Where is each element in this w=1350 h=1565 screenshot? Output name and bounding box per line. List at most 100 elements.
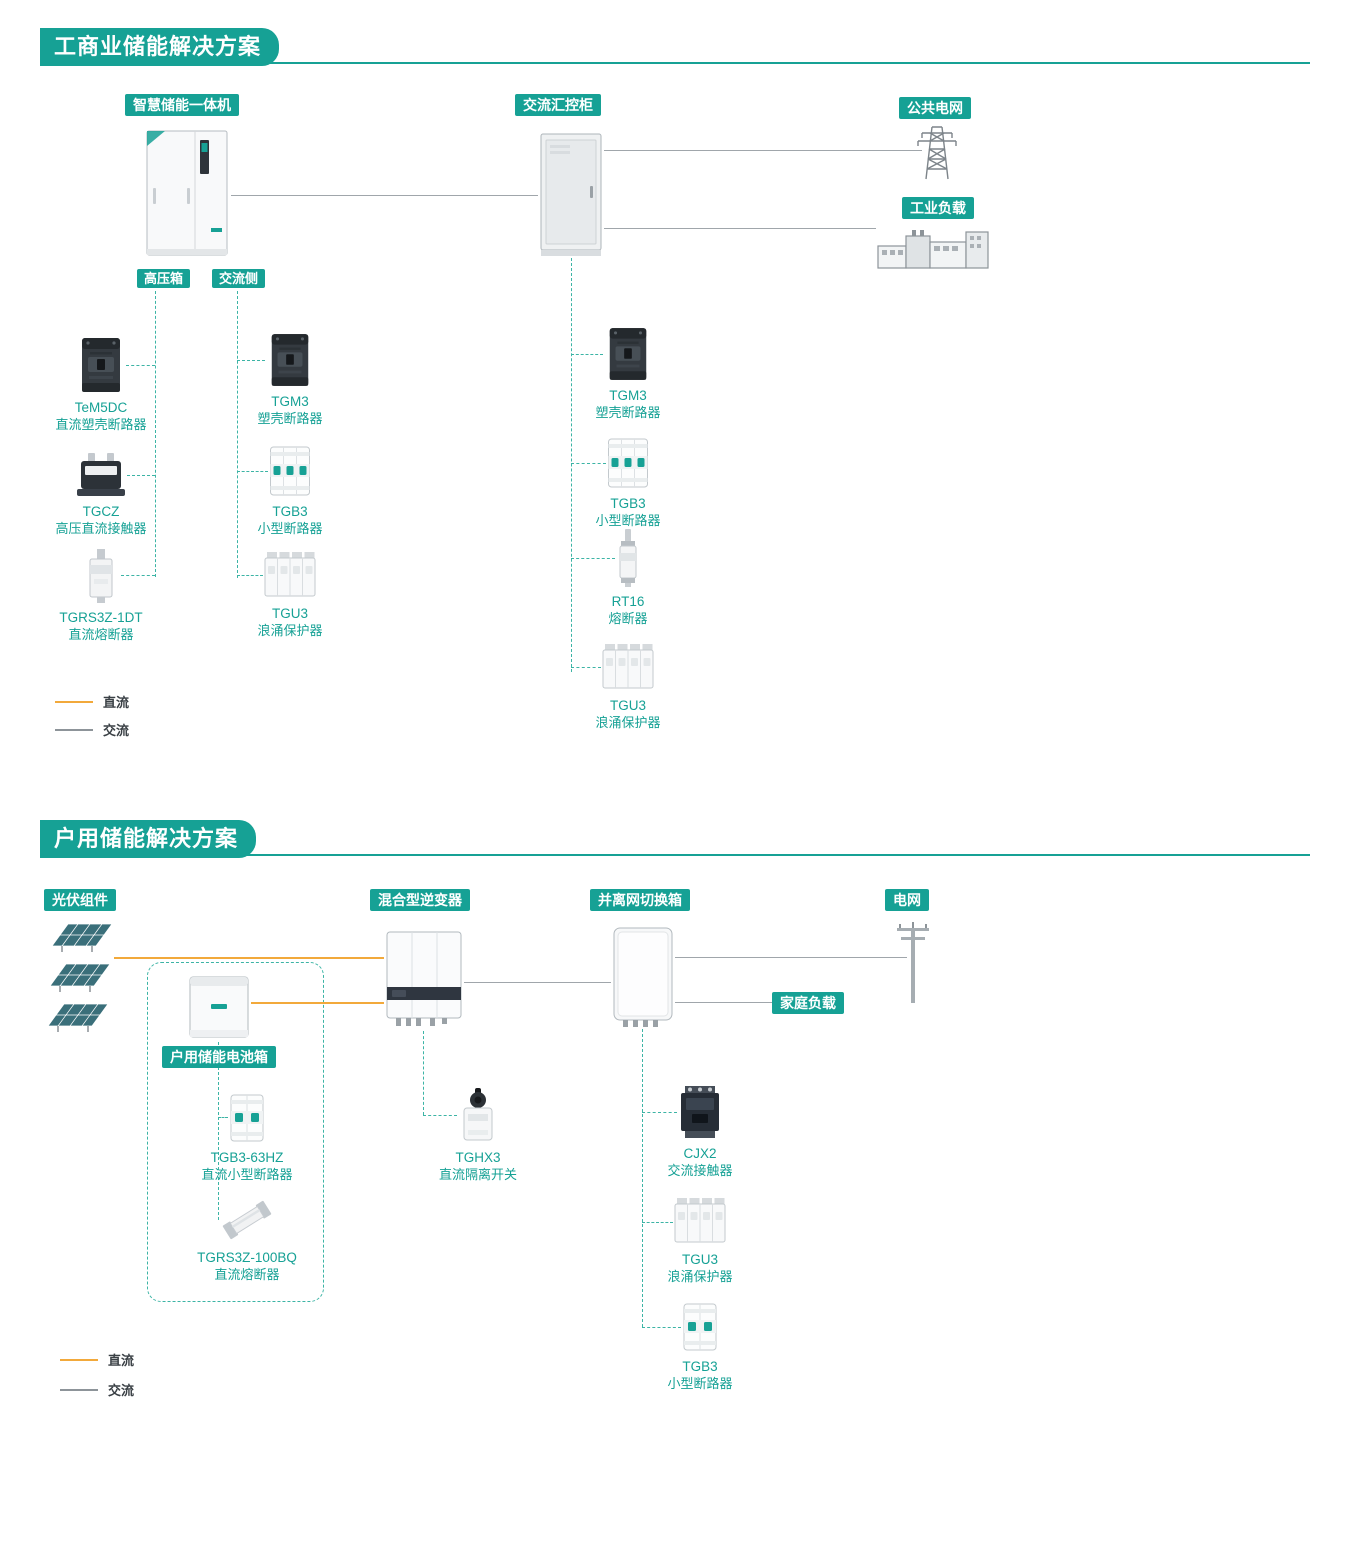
product-name: TGM3: [609, 388, 647, 403]
grid-label: 电网: [885, 889, 929, 911]
legend-label: 直流: [108, 1353, 135, 1368]
product-desc: 小型断路器: [667, 1375, 733, 1391]
industrial-load-label: 工业负载: [902, 197, 974, 219]
product-name: TGU3: [271, 606, 308, 621]
battery-box-icon: [187, 972, 251, 1042]
product-desc: 交流接触器: [667, 1162, 733, 1178]
legend-dc: 直流: [60, 1350, 134, 1369]
pv-modules-label: 光伏组件: [44, 889, 116, 911]
ac-line-cabinet-to-load: [604, 228, 876, 229]
product-tem5dc: TeM5DC 直流塑壳断路器: [36, 336, 166, 433]
dashed-stub: [571, 354, 603, 355]
dashed-stub: [642, 1112, 677, 1113]
surge-protector-icon: [635, 1196, 765, 1246]
product-desc: 直流隔离开关: [438, 1166, 517, 1182]
isolator-switch-icon: [413, 1086, 543, 1144]
mccb-icon: [225, 332, 355, 388]
dashed-connector-acside: [237, 291, 238, 578]
dashed-stub: [571, 558, 615, 559]
product-name: RT16: [611, 594, 645, 609]
product-name: TGRS3Z-1DT: [59, 610, 143, 625]
dashed-stub: [237, 471, 268, 472]
grid-switch-box-label: 并离网切换箱: [590, 889, 690, 911]
mcb-icon: [563, 436, 693, 490]
product-name: TeM5DC: [74, 400, 128, 415]
dashed-stub: [571, 667, 601, 668]
product-desc: 直流小型断路器: [201, 1166, 293, 1182]
dashed-connector-battery: [218, 1042, 219, 1220]
transmission-tower-icon: [910, 119, 964, 181]
product-desc: 浪涌保护器: [667, 1268, 733, 1284]
product-name: TGB3: [272, 504, 308, 519]
product-desc: 小型断路器: [257, 520, 323, 536]
product-desc: 直流熔断器: [68, 626, 134, 642]
product-desc: 直流熔断器: [214, 1266, 280, 1282]
product-tgb3-63hz: TGB3-63HZ 直流小型断路器: [182, 1092, 312, 1183]
product-name: TGB3: [682, 1359, 718, 1374]
dashed-stub: [237, 360, 265, 361]
utility-pole-icon: [893, 920, 933, 1005]
legend-label: 交流: [103, 723, 130, 738]
mcb-icon: [182, 1092, 312, 1144]
product-name: TGB3-63HZ: [210, 1150, 284, 1165]
product-name: TGM3: [271, 394, 309, 409]
ac-line-storage-to-cabinet: [231, 195, 538, 196]
product-tgm3-acside: TGM3 塑壳断路器: [225, 332, 355, 427]
product-name: TGCZ: [82, 504, 120, 519]
legend-label: 直流: [103, 695, 130, 710]
dc-line-battery-to-inverter: [251, 1002, 384, 1004]
ac-line-cabinet-to-grid: [604, 150, 922, 151]
ac-line-inverter-to-switchbox: [464, 982, 611, 983]
dc-line-pv-to-inverter: [114, 957, 384, 959]
battery-box-label: 户用储能电池箱: [162, 1046, 276, 1068]
section1-underline: [40, 62, 1310, 64]
section2-title: 户用储能解决方案: [40, 820, 257, 858]
dashed-connector-inverter: [423, 1031, 424, 1115]
dashed-stub: [127, 475, 155, 476]
storage-unit-label: 智慧储能一体机: [125, 94, 239, 116]
rt16-fuse-icon: [563, 528, 693, 588]
product-tgcz: TGCZ 高压直流接触器: [36, 452, 166, 537]
dashed-stub: [126, 365, 155, 366]
inverter-icon: [384, 929, 464, 1031]
dc-fuse-icon: [36, 548, 166, 604]
solar-panels-icon: [44, 918, 116, 1036]
product-cjx2: CJX2 交流接触器: [635, 1084, 765, 1179]
product-desc: 直流塑壳断路器: [55, 416, 147, 432]
factory-icon: [876, 228, 991, 270]
mccb-icon: [36, 336, 166, 394]
mcb-icon: [225, 444, 355, 498]
product-tgm3-cabinet: TGM3 塑壳断路器: [563, 326, 693, 421]
dashed-connector-hv: [155, 291, 156, 577]
product-desc: 塑壳断路器: [595, 404, 661, 420]
ac-line-swatch: [60, 1388, 98, 1391]
product-name: TGU3: [609, 698, 646, 713]
product-tgu3-cabinet: TGU3 浪涌保护器: [563, 642, 693, 731]
product-desc: 塑壳断路器: [257, 410, 323, 426]
mccb-icon: [563, 326, 693, 382]
ac-line-swatch: [55, 728, 93, 731]
legend-dc: 直流: [55, 692, 129, 711]
product-name: TGHX3: [455, 1150, 501, 1165]
ac-control-cabinet-label: 交流汇控柜: [515, 94, 601, 116]
dashed-connector-cabinet: [571, 258, 572, 672]
product-tgrs3z-1dt: TGRS3Z-1DT 直流熔断器: [36, 548, 166, 643]
dashed-connector-switchbox: [642, 1029, 643, 1327]
legend-ac: 交流: [55, 720, 129, 739]
product-name: CJX2: [683, 1146, 717, 1161]
section2-underline: [40, 854, 1310, 856]
hybrid-inverter-label: 混合型逆变器: [370, 889, 470, 911]
ac-control-cabinet-icon: [538, 131, 604, 258]
hv-box-label: 高压箱: [137, 269, 191, 288]
battery-group-outline: [147, 962, 324, 1302]
product-desc: 浪涌保护器: [595, 714, 661, 730]
product-name: TGU3: [681, 1252, 718, 1267]
dc-line-swatch: [55, 700, 93, 703]
storage-cabinet-icon: [143, 128, 231, 258]
product-tgrs3z-100bq: TGRS3Z-100BQ 直流熔断器: [182, 1196, 312, 1283]
product-desc: 高压直流接触器: [55, 520, 147, 536]
product-tgu3-acside: TGU3 浪涌保护器: [225, 550, 355, 639]
dc-contactor-icon: [36, 452, 166, 498]
ac-line-switchbox-to-homeload: [675, 1002, 772, 1003]
